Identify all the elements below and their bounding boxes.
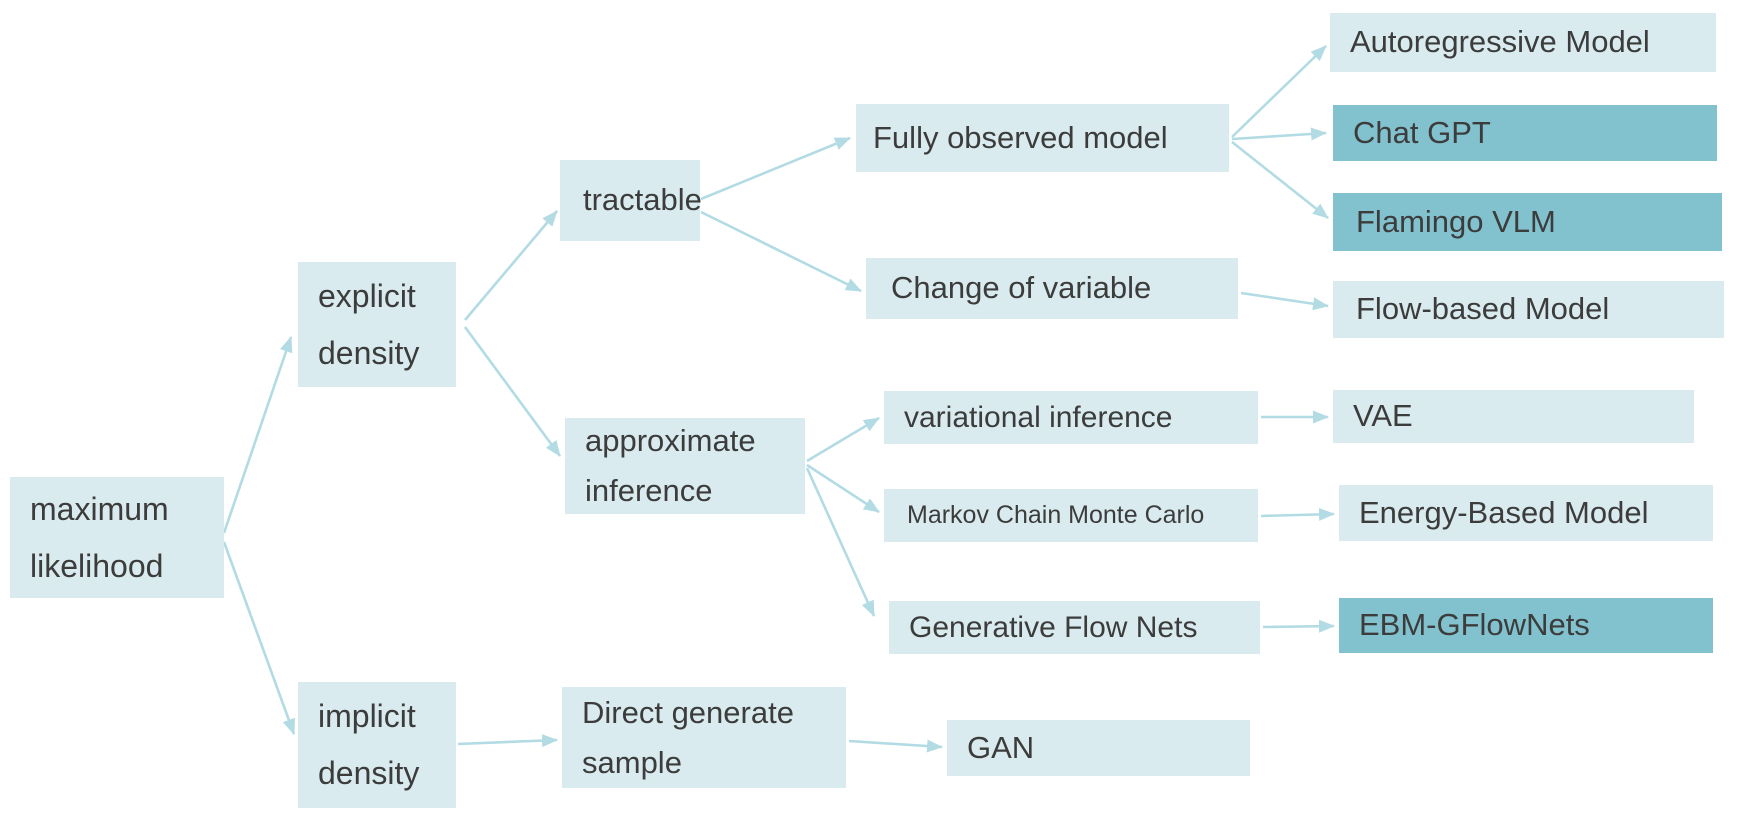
edge-fully-flamingo <box>1231 140 1329 220</box>
node-flamingo-vlm: Flamingo VLM <box>1333 193 1722 251</box>
edge-gfn-ebm <box>1262 619 1335 633</box>
edge-ml-implicit <box>222 541 296 735</box>
node-change-of-variable: Change of variable <box>866 258 1238 319</box>
node-chat-gpt: Chat GPT <box>1333 105 1717 161</box>
node-autoregressive-model: Autoregressive Model <box>1330 13 1716 72</box>
node-implicit-density: implicit density <box>298 682 456 808</box>
node-gan: GAN <box>947 720 1250 776</box>
node-variational-inference: variational inference <box>884 391 1258 444</box>
edge-fully-autoregressive <box>1231 45 1327 138</box>
node-energy-based-model: Energy-Based Model <box>1339 485 1713 541</box>
node-maximum-likelihood: maximum likelihood <box>10 477 224 598</box>
node-flow-based-model: Flow-based Model <box>1333 281 1724 338</box>
edge-ml-explicit <box>222 336 293 534</box>
node-direct-generate-sample: Direct generate sample <box>562 687 846 788</box>
edge-approx-mcmc <box>806 463 880 514</box>
node-markov-chain-monte-carlo: Markov Chain Monte Carlo <box>884 489 1258 542</box>
node-fully-observed-model: Fully observed model <box>856 104 1229 172</box>
node-tractable: tractable <box>560 160 702 241</box>
edge-approx-gfn <box>805 467 876 617</box>
edge-tractable-change <box>700 210 862 293</box>
node-generative-flow-nets: Generative Flow Nets <box>889 601 1260 654</box>
edge-mcmc-energy <box>1260 507 1335 521</box>
edge-explicit-approx <box>463 326 562 457</box>
edge-change-flow <box>1240 291 1329 311</box>
edge-tractable-fully <box>700 136 851 201</box>
edge-approx-vi <box>806 416 880 463</box>
node-approximate-inference: approximate inference <box>565 418 805 514</box>
node-ebm-gflownets: EBM-GFlowNets <box>1339 598 1713 653</box>
edge-fully-chatgpt <box>1231 127 1327 141</box>
edge-explicit-tractable <box>464 210 558 321</box>
node-vae: VAE <box>1333 390 1694 443</box>
edge-direct-gan <box>848 739 943 753</box>
edge-implicit-direct <box>457 734 558 748</box>
node-explicit-density: explicit density <box>298 262 456 387</box>
